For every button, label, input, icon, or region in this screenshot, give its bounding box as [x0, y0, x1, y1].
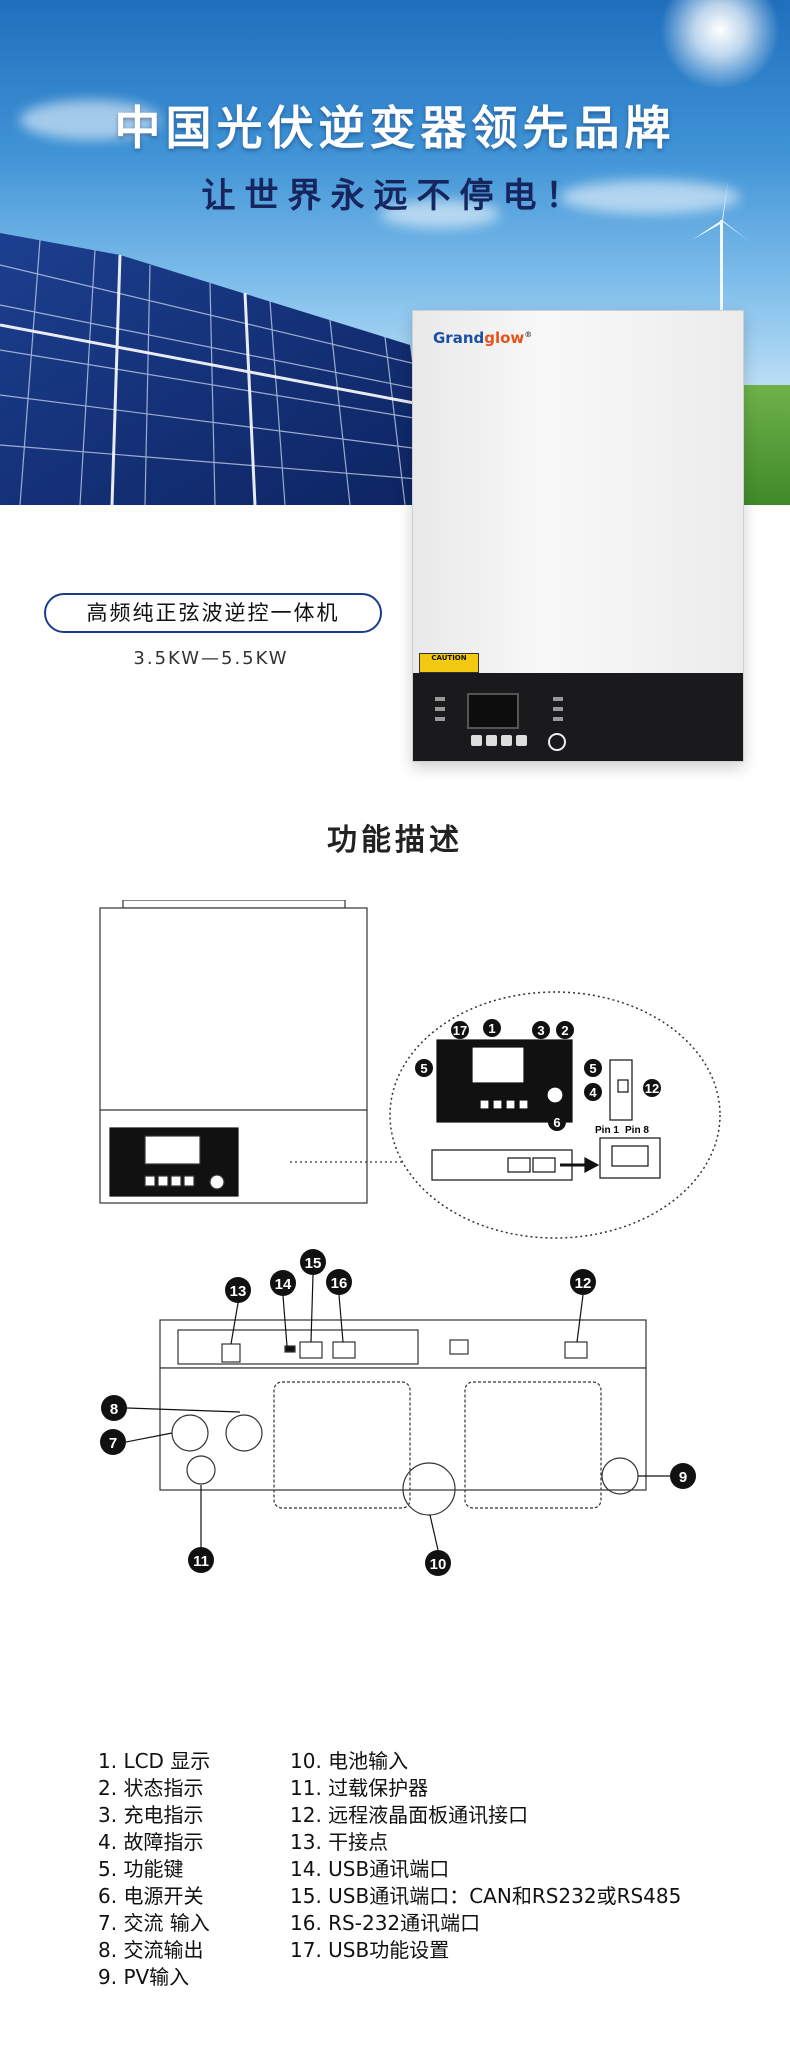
function-diagram: 17 1 3 2 5 5 4 6 12 Pin 1 Pin 8 15 14 16… [99, 900, 721, 1576]
legend-item: 4. 故障指示 [98, 1830, 204, 1854]
product-name-badge: 高频纯正弦波逆控一体机 [44, 593, 382, 633]
callout-17: 17 [453, 1023, 467, 1038]
cloud [20, 100, 160, 140]
led-indicator [553, 717, 563, 721]
lcd-screen [467, 693, 519, 729]
legend-item: 15. USB通讯端口：CAN和RS232或RS485 [290, 1884, 682, 1908]
function-key [516, 735, 527, 746]
legend-item: 17. USB功能设置 [290, 1938, 450, 1962]
hero-title: 中国光伏逆变器领先品牌 [114, 101, 676, 155]
caution-label: CAUTION [419, 653, 479, 673]
callout-8: 8 [110, 1401, 118, 1418]
detail-panel-drawing [431, 1039, 661, 1181]
callout-12-bottom: 12 [575, 1275, 592, 1292]
sun-glare [660, 0, 780, 90]
led-indicator [435, 707, 445, 711]
legend-item: 1. LCD 显示 [98, 1749, 211, 1773]
legend-right-column: 10. 电池输入 11. 过载保护器 12. 远程液晶面板通讯接口 13. 干接… [290, 1748, 681, 1964]
legend-item: 9. PV输入 [98, 1965, 190, 1989]
callout-6: 6 [553, 1115, 560, 1130]
legend-item: 3. 充电指示 [98, 1803, 204, 1827]
callout-10: 10 [430, 1556, 447, 1573]
callout-leader-lines [125, 1274, 670, 1551]
callout-14: 14 [275, 1276, 292, 1293]
callout-3: 3 [537, 1023, 544, 1038]
led-indicator [435, 697, 445, 701]
pin-1-label: Pin 1 [595, 1125, 619, 1136]
power-range: 3.5KW—5.5KW [133, 648, 289, 669]
function-key [501, 735, 512, 746]
front-callouts: 17 1 3 2 5 5 4 6 12 [415, 1019, 661, 1131]
function-key [471, 735, 482, 746]
solar-panel-image [0, 233, 430, 505]
led-indicator [435, 717, 445, 721]
brand-logo: Grandglow® [433, 329, 533, 347]
callout-5-right: 5 [589, 1061, 596, 1076]
inverter-product-image: Grandglow® CAUTION [412, 310, 744, 762]
legend-item: 10. 电池输入 [290, 1749, 409, 1773]
callout-2: 2 [561, 1023, 568, 1038]
callout-1: 1 [488, 1021, 495, 1036]
callout-13: 13 [230, 1283, 247, 1300]
front-view-drawing [99, 900, 412, 1204]
cloud [380, 200, 500, 228]
legend-item: 8. 交流输出 [98, 1938, 204, 1962]
legend-item: 5. 功能键 [98, 1857, 184, 1881]
callout-11: 11 [193, 1553, 209, 1570]
power-switch [548, 733, 566, 751]
legend-item: 14. USB通讯端口 [290, 1857, 450, 1881]
legend-item: 12. 远程液晶面板通讯接口 [290, 1803, 529, 1827]
hero-banner: 中国光伏逆变器领先品牌 让世界永远不停电！ [0, 0, 790, 505]
grass [740, 385, 790, 505]
callout-9: 9 [679, 1469, 687, 1486]
led-indicator [553, 697, 563, 701]
pin-8-label: Pin 8 [625, 1125, 649, 1136]
legend-item: 16. RS-232通讯端口 [290, 1911, 481, 1935]
bottom-view-drawing [159, 1319, 647, 1516]
inverter-control-panel [413, 673, 743, 761]
cloud [560, 180, 740, 214]
function-key [486, 735, 497, 746]
led-indicator [553, 707, 563, 711]
hero-subtitle: 让世界永远不停电！ [201, 176, 589, 216]
legend-left-column: 1. LCD 显示 2. 状态指示 3. 充电指示 4. 故障指示 5. 功能键… [98, 1748, 210, 1991]
legend-item: 11. 过载保护器 [290, 1776, 429, 1800]
callout-12-front: 12 [645, 1081, 659, 1096]
bottom-callouts: 15 14 16 13 12 8 7 9 11 10 [100, 1249, 696, 1576]
legend-item: 2. 状态指示 [98, 1776, 204, 1800]
callout-4: 4 [589, 1085, 597, 1100]
callout-7: 7 [109, 1435, 117, 1452]
callout-5-left: 5 [420, 1061, 427, 1076]
legend-item: 6. 电源开关 [98, 1884, 204, 1908]
callout-16: 16 [331, 1275, 348, 1292]
legend-item: 13. 干接点 [290, 1830, 389, 1854]
section-title: 功能描述 [327, 823, 463, 858]
legend-item: 7. 交流 输入 [98, 1911, 210, 1935]
callout-15: 15 [305, 1255, 322, 1272]
